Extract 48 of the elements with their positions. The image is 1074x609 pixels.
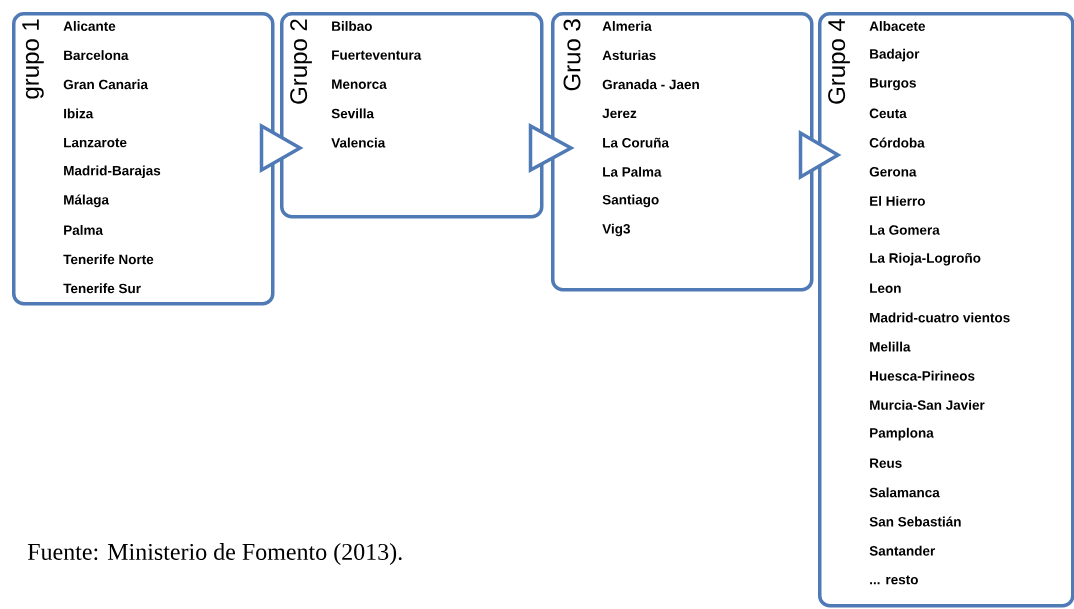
city-name: Málaga — [64, 194, 110, 208]
group-title: Grupo 4 — [828, 18, 850, 104]
city-name: ... resto — [870, 575, 918, 585]
city-name: Gerona — [869, 167, 917, 177]
city-name: Madrid-Barajas — [64, 165, 161, 179]
city-name: Santiago — [602, 194, 659, 208]
city-name: Bilbao — [332, 21, 372, 31]
city-name: Almeria — [602, 21, 652, 31]
city-name: La Palma — [603, 166, 662, 177]
city-name: Huesca-Pirineos — [870, 370, 975, 381]
city-name: Palma — [64, 225, 104, 235]
city-name: Fuerteventura — [332, 50, 422, 60]
city-name: Reus — [870, 458, 902, 468]
city-name: Vig3 — [602, 223, 630, 237]
caption: Fuente: Ministerio de Fomento (2013). — [27, 543, 402, 565]
city-name: Pamplona — [870, 427, 934, 441]
group-title: grupo 1 — [22, 19, 44, 99]
city-name: Melilla — [870, 341, 911, 352]
city-name: Ceuta — [869, 108, 907, 119]
city-name: Murcia-San Javier — [870, 399, 985, 410]
city-name: Salamanca — [869, 487, 940, 498]
city-name: Granada - Jaen — [602, 79, 699, 90]
city-name: Lanzarote — [64, 137, 127, 148]
city-name: Jerez — [602, 108, 637, 119]
city-name: La Rioja-Logroño — [870, 252, 981, 266]
city-name: Asturias — [602, 50, 656, 61]
city-name: Ibiza — [64, 108, 94, 119]
city-name: Badajor — [870, 48, 920, 62]
city-name: Barcelona — [64, 50, 129, 61]
city-name: Santander — [869, 545, 935, 556]
city-name: Sevilla — [331, 108, 375, 119]
city-name: La Coruña — [603, 137, 670, 148]
city-name: Menorca — [332, 79, 387, 89]
city-name: Córdoba — [869, 137, 925, 148]
group-title: Gruo 3 — [563, 19, 581, 91]
group-title: Grupo 2 — [290, 19, 312, 104]
city-name: Gran Canaria — [63, 79, 149, 90]
city-name: La Gomera — [870, 225, 940, 235]
city-name: Valencia — [331, 137, 386, 148]
city-name: Tenerife Norte — [63, 254, 154, 265]
city-name: Albacete — [869, 21, 925, 31]
city-name: Burgos — [870, 78, 916, 91]
city-name: San Sebastián — [869, 516, 961, 527]
city-name: El Hierro — [870, 195, 925, 206]
city-name: Tenerife Sur — [63, 283, 141, 294]
city-name: Madrid-cuatro vientos — [870, 312, 1010, 323]
city-name: Leon — [870, 283, 901, 293]
city-name: Alicante — [63, 21, 116, 31]
